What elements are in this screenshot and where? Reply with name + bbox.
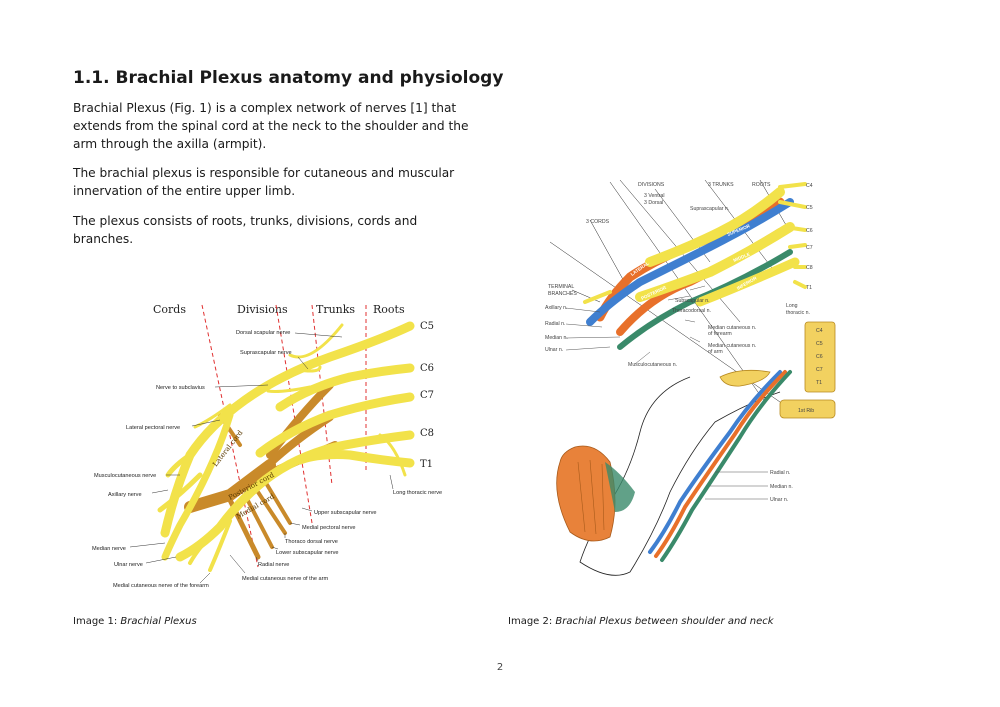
dorsal-scapular-label: Dorsal scapular nerve (236, 330, 290, 336)
ulnar-lower-label: Ulnar n. (770, 497, 788, 503)
header-divisions: DIVISIONS (638, 182, 665, 188)
figure2-caption-prefix: Image 2: (508, 616, 556, 627)
vertebra-t1: T1 (816, 380, 822, 386)
root-c7: C7 (806, 245, 813, 251)
root-t1: T1 (806, 285, 812, 291)
subscapular-label: Subscapular n. (675, 298, 710, 304)
long-thoracic-label-2: thoracic n. (786, 310, 810, 316)
med-cut-forearm-label: Medial cutaneous nerve of the forearm (113, 583, 209, 589)
med-cut-arm-label-2: of arm (708, 349, 723, 355)
root-c5: C5 (420, 321, 434, 332)
root-t1: T1 (420, 459, 433, 470)
figure1-caption-text: Brachial Plexus (120, 616, 197, 627)
structure-paragraph: The plexus consists of roots, trunks, di… (73, 214, 418, 246)
terminal-note-line2: BRANCHES (548, 291, 577, 297)
ventral-note: 3 Ventral (644, 193, 664, 199)
figure2-caption: Image 2: Brachial Plexus between shoulde… (508, 616, 774, 627)
median-label: Median nerve (92, 546, 126, 552)
musculocutaneous-label: Musculocutaneous n. (628, 362, 677, 368)
med-cut-arm-label-1: Median cutaneous n. (708, 343, 756, 349)
median-lower-label: Median n. (770, 484, 793, 490)
upper-subscapular-label: Upper subscapular nerve (314, 510, 377, 516)
vertebral-column (719, 321, 836, 419)
label-leaders (565, 285, 768, 500)
thoracodorsal-label: Thoracodorsal n. (672, 308, 711, 314)
figure1-caption-prefix: Image 1: (73, 616, 121, 627)
vertebra-c4: C4 (816, 328, 823, 334)
shoulder-neck-illustration: DIVISIONS 3 TRUNKS ROOTS 3 Ventral 3 Dor… (545, 179, 836, 576)
dorsal-note: 3 Dorsal (644, 200, 663, 206)
hand-illustration (556, 445, 635, 542)
axillary-label: Axillary n. (545, 305, 568, 311)
root-c6: C6 (806, 228, 813, 234)
first-rib-label: 1st Rib (798, 408, 814, 414)
root-c8: C8 (420, 428, 434, 439)
median-label: Median n. (545, 335, 568, 341)
innervation-paragraph: The brachial plexus is responsible for c… (73, 166, 455, 198)
arm-outline (579, 376, 781, 576)
vertebra-c6: C6 (816, 354, 823, 360)
root-c5: C5 (806, 205, 813, 211)
arm-nerves (648, 370, 792, 562)
cords-note: 3 CORDS (586, 219, 610, 225)
header-cords: Cords (153, 303, 186, 316)
ulnar-label: Ulnar n. (545, 347, 563, 353)
intro-paragraph: Brachial Plexus (Fig. 1) is a complex ne… (73, 101, 469, 151)
long-thoracic-label: Long thoracic nerve (393, 490, 442, 496)
radial-label: Radial n. (545, 321, 565, 327)
leader-lines (129, 332, 394, 584)
page-number: 2 (496, 662, 504, 673)
long-thoracic-label-1: Long (786, 303, 798, 309)
radial-lower-label: Radial n. (770, 470, 790, 476)
root-c8: C8 (806, 265, 813, 271)
thoracodorsal-label: Thoraco dorsal nerve (285, 539, 338, 545)
med-cut-arm-label: Medial cutaneous nerve of the arm (242, 576, 328, 582)
root-c7: C7 (420, 390, 434, 401)
figure1-caption: Image 1: Brachial Plexus (73, 616, 197, 627)
subclavius-label: Nerve to subclavius (156, 385, 205, 391)
vertebra-c7: C7 (816, 367, 823, 373)
lateral-pectoral-label: Lateral pectoral nerve (126, 425, 180, 431)
terminal-note-line1: TERMINAL (548, 284, 574, 290)
suprascapular-label: Suprascapular n. (690, 206, 729, 212)
figure2-caption-text: Brachial Plexus between shoulder and nec… (555, 616, 774, 627)
lower-subscapular-label: Lower subscapular nerve (276, 550, 339, 556)
trunk-middle-label: MIDDLE (733, 252, 751, 263)
radial-label: Radial nerve (258, 562, 289, 568)
boundary-line (275, 304, 313, 524)
brachial-plexus-diagram: Cords Divisions Trunks Roots (92, 303, 442, 589)
yellow-nerves (157, 321, 415, 572)
header-trunks: Trunks (316, 303, 355, 316)
boundary-line (201, 304, 259, 568)
med-cut-forearm-label-1: Median cutaneous n. (708, 325, 756, 331)
header-roots: Roots (373, 303, 405, 316)
root-c6: C6 (420, 363, 434, 374)
header-roots: ROOTS (752, 182, 771, 188)
section-title: 1.1. Brachial Plexus anatomy and physiol… (73, 68, 504, 88)
axillary-label: Axillary nerve (108, 492, 142, 498)
musculocutaneous-label: Musculocutaneous nerve (94, 473, 156, 479)
ulnar-label: Ulnar nerve (114, 562, 143, 568)
root-c4: C4 (806, 183, 813, 189)
vertebra-c5: C5 (816, 341, 823, 347)
suprascapular-label: Suprascapular nerve (240, 350, 292, 356)
med-cut-forearm-label-2: of forearm (708, 331, 732, 337)
plexus-vessels (583, 182, 807, 350)
header-divisions: Divisions (237, 303, 288, 316)
medial-pectoral-label: Medial pectoral nerve (302, 525, 355, 531)
header-trunks: 3 TRUNKS (708, 182, 734, 188)
